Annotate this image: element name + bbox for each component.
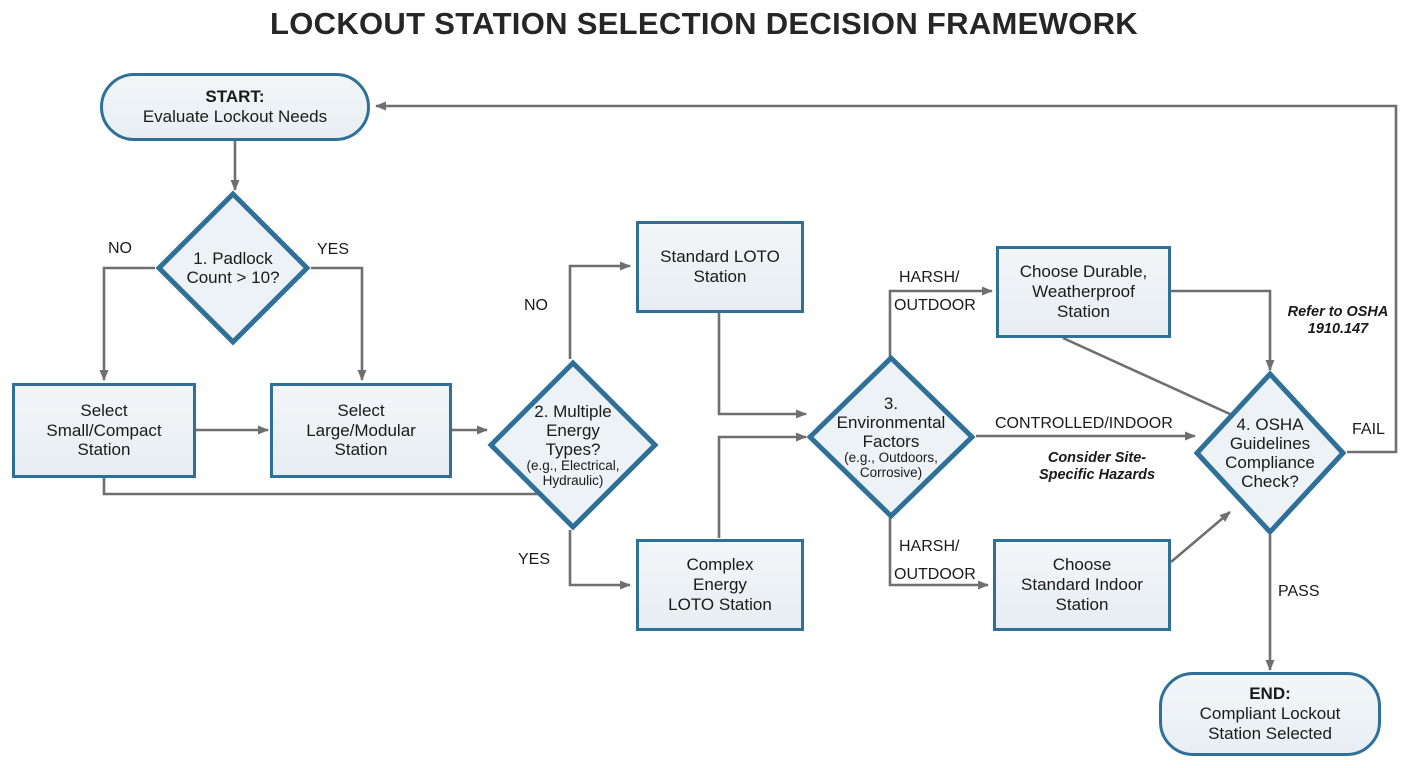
diamond-shape-1 bbox=[155, 190, 311, 346]
edge-label-d3-harsh-top-first: HARSH/ bbox=[899, 269, 960, 286]
edge-d2-no-to-standard bbox=[568, 261, 631, 359]
end-body2: Station Selected bbox=[1208, 723, 1332, 743]
edge-d1-yes-to-large bbox=[311, 266, 367, 381]
diamond-shape-2 bbox=[487, 359, 659, 531]
diamond-shape-3 bbox=[806, 354, 976, 520]
edge-label-d1-no: NO bbox=[108, 240, 132, 257]
note-site-specific-hazards: Consider Site- Specific Hazards bbox=[1038, 450, 1156, 484]
node-end[interactable]: END: Compliant Lockout Station Selected bbox=[1159, 672, 1381, 756]
large-station-line1: Select bbox=[337, 400, 385, 420]
end-body1: Compliant Lockout bbox=[1199, 704, 1341, 724]
indoor-station-line3: Station bbox=[1055, 594, 1109, 614]
edge-label-d3-harsh-bottom-first: HARSH/ bbox=[899, 538, 960, 555]
edge-label-d2-no: NO bbox=[524, 297, 548, 314]
node-complex-energy-loto-station[interactable]: Complex Energy LOTO Station bbox=[636, 539, 804, 631]
complex-loto-line2: Energy bbox=[693, 575, 747, 595]
node-choose-standard-indoor-station[interactable]: Choose Standard Indoor Station bbox=[993, 539, 1171, 631]
edge-complex-to-d3 bbox=[717, 432, 807, 538]
edge-label-d2-yes: YES bbox=[518, 551, 551, 568]
diamond-shape-4 bbox=[1193, 370, 1347, 536]
standard-loto-line2: Station bbox=[693, 267, 747, 286]
start-body: Evaluate Lockout Needs bbox=[142, 107, 328, 126]
edge-label-d3-harsh-top-second: OUTDOOR bbox=[894, 297, 976, 314]
node-select-small-compact-station[interactable]: Select Small/Compact Station bbox=[12, 383, 196, 478]
durable-station-line2: Weatherproof bbox=[1032, 282, 1135, 302]
edge-d2-yes-to-complex bbox=[568, 530, 631, 590]
large-station-line3: Station bbox=[334, 440, 388, 460]
node-select-large-modular-station[interactable]: Select Large/Modular Station bbox=[270, 383, 452, 478]
indoor-station-line2: Standard Indoor bbox=[1021, 575, 1143, 595]
edge-label-d1-yes: YES bbox=[317, 241, 350, 258]
small-station-line2: Small/Compact bbox=[46, 420, 162, 440]
page-title: LOCKOUT STATION SELECTION DECISION FRAME… bbox=[270, 6, 1138, 41]
node-decision-multiple-energy-types[interactable]: 2. Multiple Energy Types? (e.g., Electri… bbox=[487, 359, 659, 531]
durable-station-line1: Choose Durable, bbox=[1019, 262, 1148, 282]
edge-label-d4-pass: PASS bbox=[1278, 583, 1320, 600]
small-station-line3: Station bbox=[77, 440, 131, 460]
end-lead: END: bbox=[1249, 684, 1291, 704]
edge-d1-no-to-small bbox=[99, 266, 155, 381]
start-lead: START: bbox=[205, 87, 265, 107]
node-decision-padlock-count[interactable]: 1. Padlock Count > 10? bbox=[155, 190, 311, 346]
node-decision-environmental-factors[interactable]: 3. Environmental Factors (e.g., Outdoors… bbox=[806, 354, 976, 520]
node-decision-osha-compliance-check[interactable]: 4. OSHA Guidelines Compliance Check? bbox=[1193, 370, 1347, 536]
edge-label-d3-controlled-indoor: CONTROLLED/INDOOR bbox=[995, 415, 1173, 432]
large-station-line2: Large/Modular bbox=[306, 420, 416, 440]
standard-loto-line1: Standard LOTO bbox=[660, 247, 780, 267]
complex-loto-line3: LOTO Station bbox=[668, 594, 772, 614]
edge-durable-top-to-d4 bbox=[1171, 289, 1275, 371]
small-station-line1: Select bbox=[80, 400, 128, 420]
note-osha-reference: Refer to OSHA 1910.147 bbox=[1287, 304, 1389, 338]
durable-station-line3: Station bbox=[1057, 301, 1110, 321]
node-choose-durable-weatherproof-station[interactable]: Choose Durable, Weatherproof Station bbox=[996, 246, 1171, 338]
edge-standard-to-d3 bbox=[717, 313, 807, 419]
edge-label-d3-harsh-bottom-second: OUTDOOR bbox=[894, 566, 976, 583]
node-start[interactable]: START: Evaluate Lockout Needs bbox=[100, 73, 370, 141]
indoor-station-line1: Choose bbox=[1052, 555, 1112, 575]
edge-label-d4-fail: FAIL bbox=[1352, 421, 1385, 438]
complex-loto-line1: Complex bbox=[686, 555, 754, 575]
node-standard-loto-station[interactable]: Standard LOTO Station bbox=[636, 221, 804, 313]
